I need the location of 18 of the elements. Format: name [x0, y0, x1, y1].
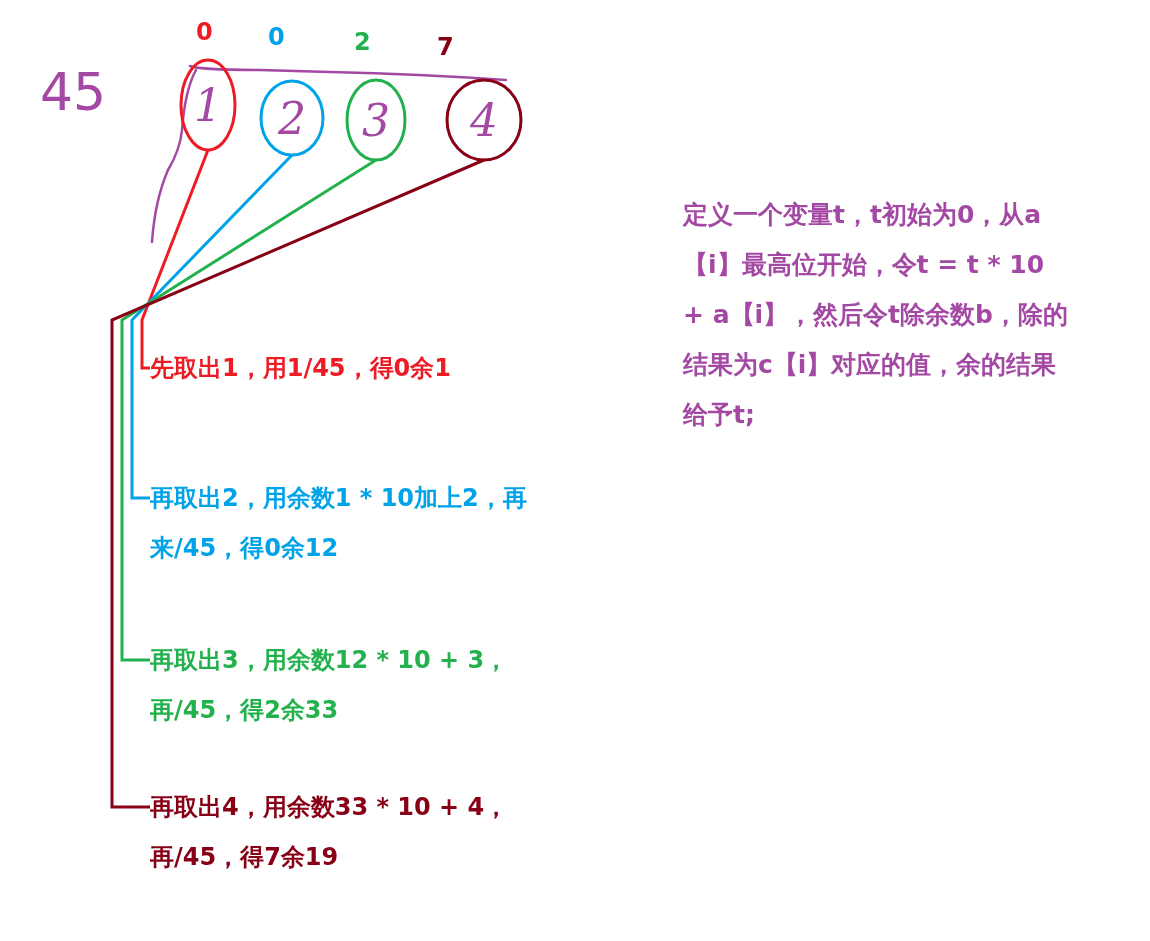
quotient-digit: 2: [354, 28, 371, 56]
quotient-digit: 7: [437, 33, 454, 61]
step-text: 再取出3，用余数12 * 10 + 3，再/45，得2余33: [150, 635, 520, 735]
digit-circle: 2: [259, 79, 325, 157]
digit-circle: 3: [345, 78, 407, 162]
leader-line: [130, 153, 294, 500]
leader-line: [140, 149, 210, 370]
step-text: 先取出1，用1/45，得0余1: [150, 343, 570, 393]
step-text: 再取出4，用余数33 * 10 + 4，再/45，得7余19: [150, 782, 560, 882]
quotient-digit: 0: [268, 23, 285, 51]
leader-line: [120, 158, 377, 662]
divisor-number: 45: [40, 62, 107, 122]
quotient-digit: 0: [196, 18, 213, 46]
digit-circle: 4: [445, 78, 523, 162]
note-text: 定义一个变量t，t初始为0，从a【i】最高位开始，令t = t * 10 + a【i】，然后令t除余数b，除的结果为c【i】对应的值，余的结果给予t;: [683, 199, 1068, 431]
step-text: 再取出2，用余数1 * 10加上2，再来/45，得0余12: [150, 473, 560, 573]
leader-line: [110, 158, 485, 809]
digit-circle: 1: [179, 58, 237, 152]
